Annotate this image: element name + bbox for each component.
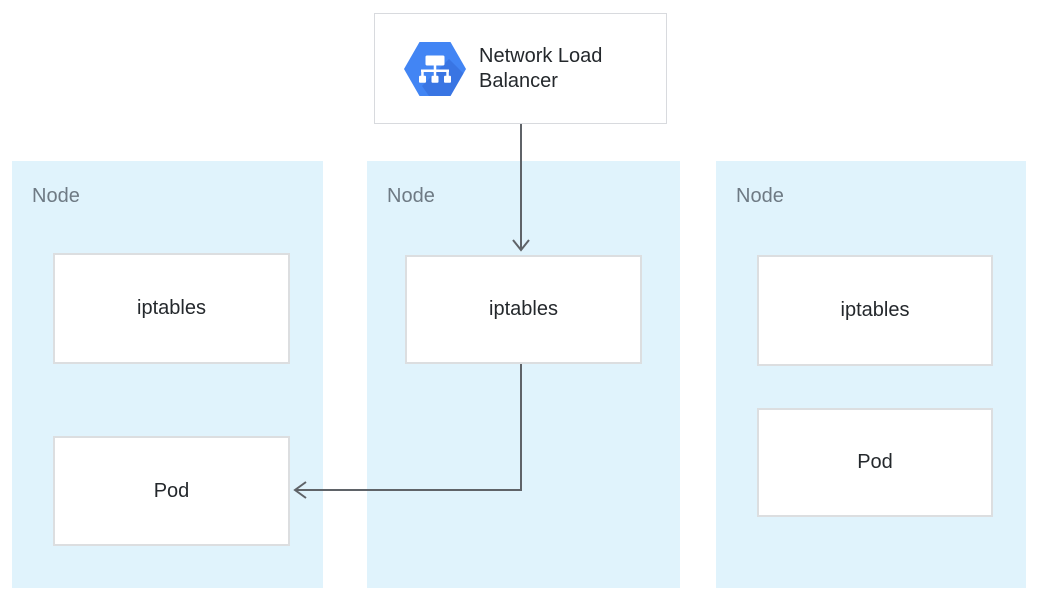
node-1-iptables-box: iptables <box>53 253 290 364</box>
node-2: Node iptables <box>367 161 680 588</box>
node-2-iptables-box: iptables <box>405 255 642 364</box>
network-load-balancer-label: Network Load Balancer <box>479 44 603 92</box>
network-glyph <box>419 55 451 83</box>
node-1: Node iptables Pod <box>12 161 323 588</box>
network-load-balancer-box: Network Load Balancer <box>374 13 667 124</box>
node-3-iptables-box: iptables <box>757 255 993 366</box>
node-3-label: Node <box>736 185 784 207</box>
node-1-pod-box: Pod <box>53 436 290 546</box>
node-1-label: Node <box>32 185 80 207</box>
network-load-balancer-icon <box>404 41 466 96</box>
node-3-pod-box: Pod <box>757 408 993 517</box>
node-2-label: Node <box>387 185 435 207</box>
node-3: Node iptables Pod <box>716 161 1026 588</box>
